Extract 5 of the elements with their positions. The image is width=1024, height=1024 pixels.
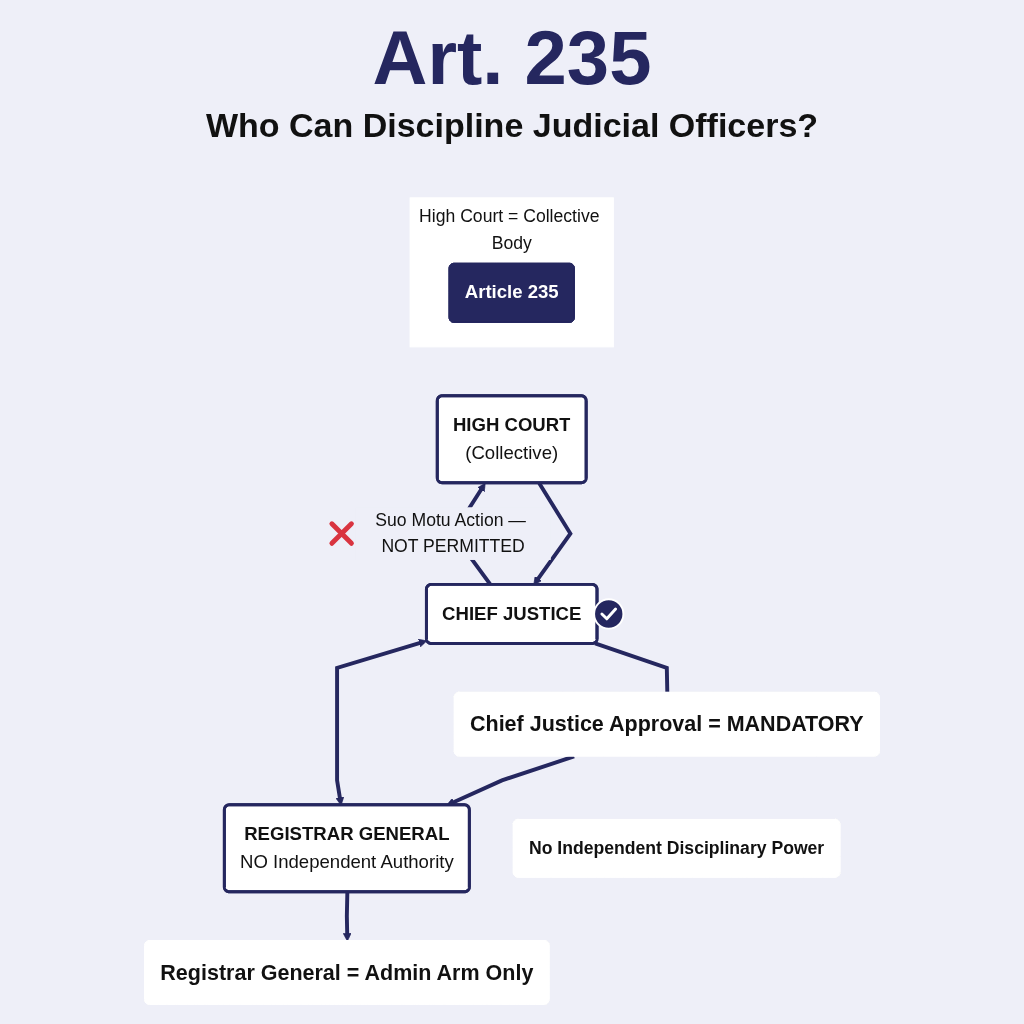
- subtitle: Who Can Discipline Judicial Officers?: [205, 105, 819, 145]
- connector: [594, 641, 670, 693]
- title: Art. 235: [372, 16, 652, 100]
- arrow: [342, 892, 352, 942]
- edge-label: Suo Motu Action — NOT PERMITTED: [375, 510, 526, 557]
